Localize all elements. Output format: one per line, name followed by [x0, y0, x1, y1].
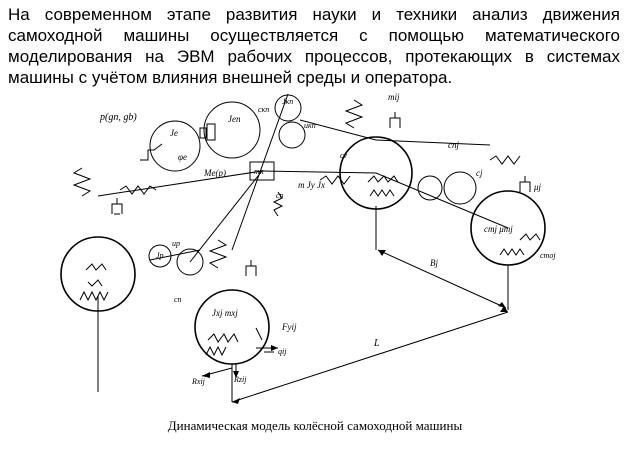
label-ckn: cкп — [258, 105, 269, 114]
label-cnj: cnj — [448, 140, 459, 150]
label-cn-left: cn — [174, 295, 182, 304]
intro-paragraph: На современном этапе развития науки и те… — [8, 5, 620, 87]
label-je: Je — [170, 128, 178, 138]
label-me-p: Me(p) — [203, 168, 226, 178]
label-cj: cj — [476, 168, 483, 178]
label-mn: mn — [254, 167, 264, 176]
label-rxij: Rxij — [191, 377, 206, 386]
label-l: L — [373, 338, 380, 349]
label-jxj-mxj: Jxj mxj — [212, 308, 238, 318]
left-transmission-circle-2 — [176, 248, 204, 276]
label-jen: Jen — [228, 114, 241, 124]
label-cmoj: cmoj — [540, 251, 556, 260]
label-jp: Jp — [156, 251, 164, 260]
gearbox-circle-bottom — [278, 121, 306, 149]
label-jkn: Jкп — [282, 97, 293, 106]
label-up: up — [172, 239, 180, 248]
label-p: p(gn, gb) — [99, 112, 137, 123]
label-ukn: uкп — [304, 121, 316, 130]
label-qij: qij — [278, 347, 287, 356]
label-rzij: Rzij — [233, 375, 247, 384]
label-m-jy-jx: m Jy Jx — [298, 180, 325, 190]
label-mij: mij — [388, 92, 400, 102]
right-transmission-circle-2 — [443, 171, 477, 205]
label-mu-j: μj — [533, 182, 542, 192]
engine-flywheel — [149, 120, 201, 172]
label-cmj-mumj: cmj μmj — [484, 224, 513, 234]
label-fyij: Fyij — [281, 322, 297, 332]
label-cv: cv — [340, 151, 348, 160]
label-cn-mid: cn — [276, 191, 284, 200]
label-bj: Bj — [430, 258, 438, 268]
label-phi-e: φe — [178, 152, 187, 162]
figure-caption: Динамическая модель колёсной самоходной … — [167, 418, 463, 433]
right-transmission-circle-1 — [417, 175, 443, 201]
front-wheel — [194, 289, 270, 365]
engine-inertia — [203, 101, 261, 159]
